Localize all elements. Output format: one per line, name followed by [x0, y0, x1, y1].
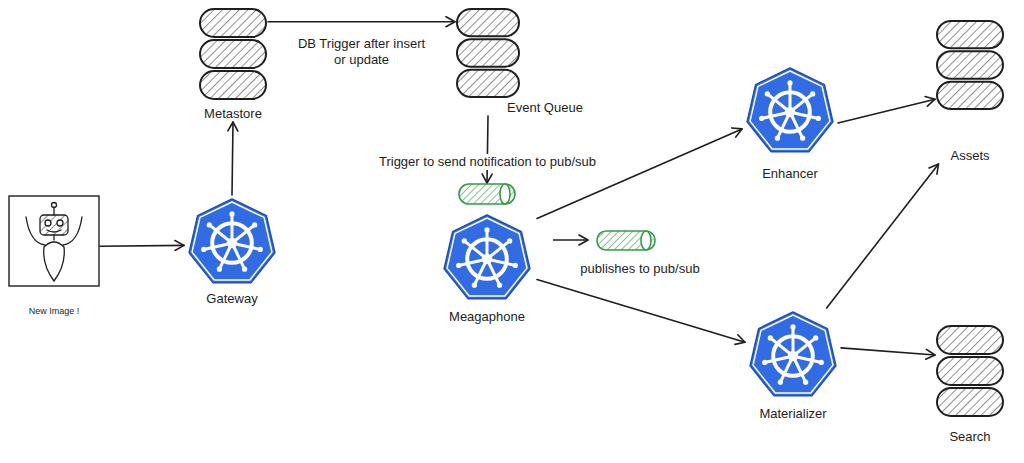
service-node: Enhancer	[742, 64, 838, 182]
node-shape	[198, 8, 268, 100]
connector-arrow	[100, 245, 184, 247]
small-publish-arrow	[553, 240, 588, 241]
node-label: Assets	[935, 148, 1005, 164]
connector-arrow	[537, 129, 742, 219]
node-shape	[8, 195, 100, 287]
edge-label: Trigger to send notification to pub/sub	[376, 154, 599, 170]
node-shape	[437, 183, 537, 305]
node-label: Event Queue	[455, 100, 583, 116]
node-shape	[455, 8, 521, 98]
database-node: Assets	[935, 20, 1005, 164]
service-node: Meagaphone	[437, 183, 537, 325]
connector-arrow	[537, 280, 745, 343]
connector-arrow	[268, 21, 455, 23]
node-shape	[935, 325, 1005, 417]
connector-arrow	[232, 122, 233, 195]
database-node: Metastore	[198, 8, 268, 122]
connector-arrow	[487, 116, 488, 183]
node-label: New Image !	[8, 305, 100, 317]
pubsub-icon	[597, 231, 655, 250]
node-label: Search	[935, 429, 1005, 445]
service-node: Gateway	[184, 195, 280, 307]
node-label: Metastore	[198, 106, 268, 122]
connector-arrow	[838, 99, 935, 123]
database-node: Event Queue	[455, 8, 583, 116]
edge-label: DB Trigger after insert or update	[294, 36, 430, 68]
image-node: New Image !	[8, 195, 100, 317]
node-shape	[745, 308, 841, 400]
node-label: Enhancer	[742, 166, 838, 182]
node-label: Gateway	[184, 291, 280, 307]
note-label: publishes to pub/sub	[577, 261, 702, 277]
connector-arrow	[841, 348, 935, 355]
node-label: Meagaphone	[437, 309, 537, 325]
connector-arrow	[827, 164, 939, 308]
node-label: Materializer	[745, 406, 841, 422]
node-shape	[935, 20, 1005, 110]
node-shape	[184, 195, 280, 287]
database-node: Search	[935, 325, 1005, 445]
node-shape	[742, 64, 838, 156]
service-node: Materializer	[745, 308, 841, 422]
